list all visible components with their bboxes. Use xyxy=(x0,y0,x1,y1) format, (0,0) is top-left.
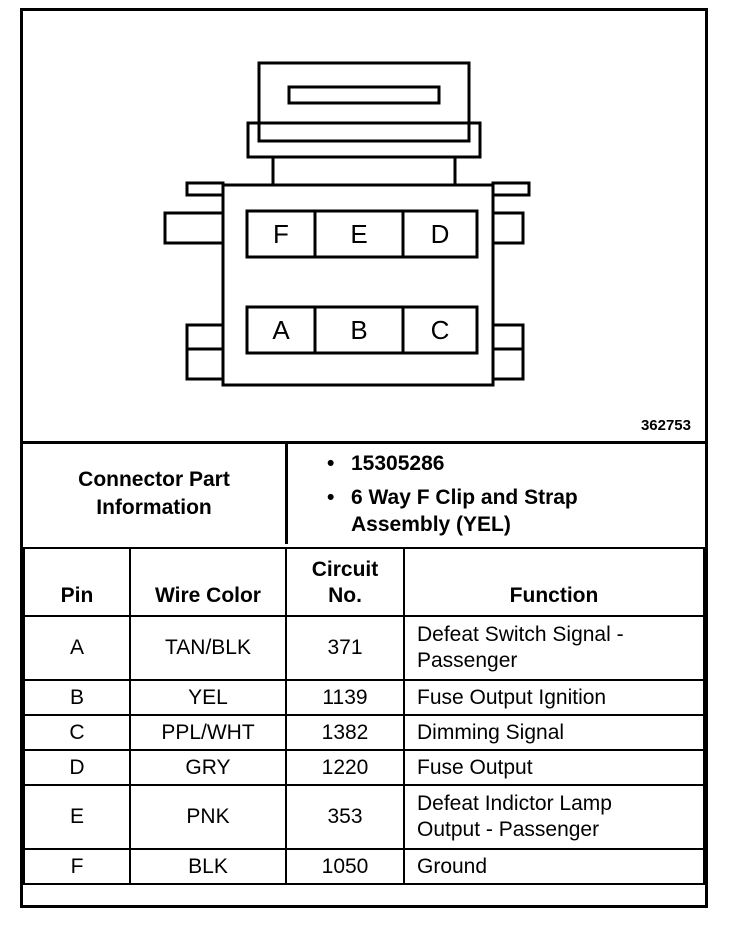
pinout-table: Pin Wire Color Circuit No. Function A TA… xyxy=(23,547,705,885)
table-row: C PPL/WHT 1382 Dimming Signal xyxy=(23,714,705,751)
pin-cell: D xyxy=(23,749,131,786)
section-divider xyxy=(23,441,705,444)
function-cell: Dimming Signal xyxy=(403,714,705,751)
table-row: D GRY 1220 Fuse Output xyxy=(23,749,705,786)
pin-cell: B xyxy=(23,679,131,716)
circuit-cell: 371 xyxy=(285,615,405,681)
connector-info-values: • 15305286 • 6 Way F Clip and Strap Asse… xyxy=(323,450,651,545)
table-row: E PNK 353 Defeat Indictor Lamp Output - … xyxy=(23,784,705,850)
circuit-cell: 1139 xyxy=(285,679,405,716)
function-cell: Fuse Output xyxy=(403,749,705,786)
wire-color-cell: YEL xyxy=(129,679,287,716)
pin-label-f: F xyxy=(273,219,289,249)
function-cell: Defeat Switch Signal - Passenger xyxy=(403,615,705,681)
connector-outline xyxy=(163,61,531,387)
wire-color-cell: BLK xyxy=(129,848,287,885)
wire-color-cell: PPL/WHT xyxy=(129,714,287,751)
connector-info-label-line2: Information xyxy=(96,496,212,519)
info-divider xyxy=(285,444,288,544)
wire-color-cell: PNK xyxy=(129,784,287,850)
pin-cell: F xyxy=(23,848,131,885)
connector-part-number: • 15305286 xyxy=(327,452,445,475)
wire-color-cell: TAN/BLK xyxy=(129,615,287,681)
figure-id: 362753 xyxy=(640,417,691,434)
function-cell: Defeat Indictor Lamp Output - Passenger xyxy=(403,784,705,850)
header-circuit-no: Circuit No. xyxy=(285,547,405,617)
pin-label-e: E xyxy=(350,219,368,249)
header-function: Function xyxy=(403,547,705,617)
table-row: B YEL 1139 Fuse Output Ignition xyxy=(23,679,705,716)
connector-info-label: Connector Part Information xyxy=(23,444,285,544)
pin-cell: E xyxy=(23,784,131,850)
function-cell: Fuse Output Ignition xyxy=(403,679,705,716)
function-cell: Ground xyxy=(403,848,705,885)
circuit-cell: 1050 xyxy=(285,848,405,885)
table-row: A TAN/BLK 371 Defeat Switch Signal - Pas… xyxy=(23,615,705,681)
bullet-icon: • xyxy=(327,486,335,509)
connector-description: • 6 Way F Clip and Strap Assembly (YEL) xyxy=(327,486,578,536)
circuit-cell: 1220 xyxy=(285,749,405,786)
wire-color-cell: GRY xyxy=(129,749,287,786)
table-header-row: Pin Wire Color Circuit No. Function xyxy=(23,547,705,617)
pin-cell: A xyxy=(23,615,131,681)
pin-label-b: B xyxy=(350,315,368,345)
circuit-cell: 1382 xyxy=(285,714,405,751)
header-wire-color: Wire Color xyxy=(129,547,287,617)
bullet-icon: • xyxy=(327,452,335,475)
connector-info-label-line1: Connector Part xyxy=(78,468,230,491)
circuit-cell: 353 xyxy=(285,784,405,850)
connector-part-info: Connector Part Information • 15305286 • … xyxy=(23,444,705,544)
header-pin: Pin xyxy=(23,547,131,617)
pin-cell: C xyxy=(23,714,131,751)
pin-label-c: C xyxy=(430,315,450,345)
connector-diagram: F E D A B C 362753 xyxy=(23,11,705,441)
pin-label-d: D xyxy=(430,219,450,249)
pin-label-a: A xyxy=(272,315,290,345)
connector-sheet: F E D A B C 362753 Connector Part Inform… xyxy=(20,8,708,908)
table-row: F BLK 1050 Ground xyxy=(23,848,705,885)
